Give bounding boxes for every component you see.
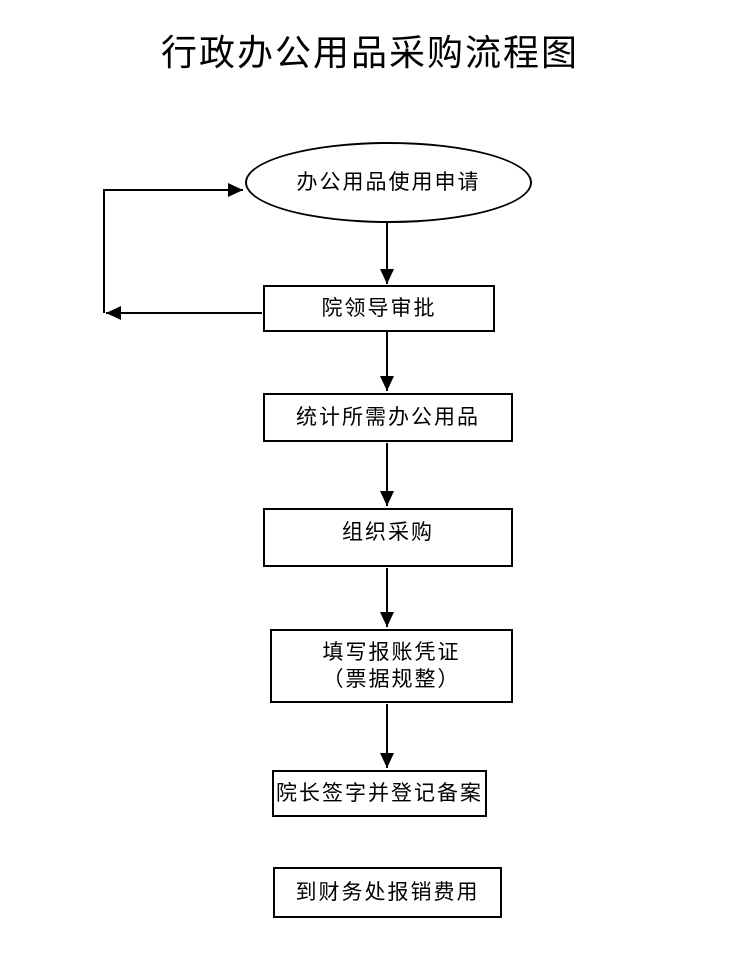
- node-purchase-label: 组织采购: [342, 520, 434, 544]
- node-approve-label: 院领导审批: [321, 295, 437, 320]
- node-voucher-line1: 填写报账凭证: [322, 639, 461, 664]
- page-title: 行政办公用品采购流程图: [160, 33, 579, 73]
- node-sign-label: 院长签字并登记备案: [276, 780, 483, 805]
- node-start-label: 办公用品使用申请: [296, 169, 481, 194]
- node-voucher-line2: （票据规整）: [322, 667, 461, 691]
- arrow-feedback-to-start: [103, 183, 243, 313]
- flow-node-organize-purchase: 组织采购: [263, 508, 513, 567]
- flow-node-fill-voucher: 填写报账凭证 （票据规整）: [270, 629, 513, 703]
- flow-node-finance-reimburse: 到财务处报销费用: [273, 867, 502, 918]
- node-count-label: 统计所需办公用品: [296, 404, 480, 429]
- node-reimburse-label: 到财务处报销费用: [295, 879, 480, 904]
- flow-node-dean-sign-register: 院长签字并登记备案: [272, 770, 487, 817]
- flow-node-start: 办公用品使用申请: [245, 142, 532, 223]
- flow-node-leader-approval: 院领导审批: [263, 285, 495, 332]
- flow-node-count-supplies: 统计所需办公用品: [263, 393, 513, 442]
